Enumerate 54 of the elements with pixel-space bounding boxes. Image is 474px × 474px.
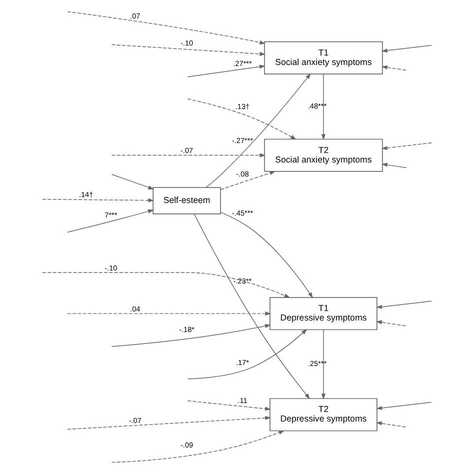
arrow — [376, 402, 432, 410]
arrow — [111, 153, 266, 158]
arrow — [376, 320, 407, 326]
arrow — [67, 209, 154, 233]
arrow — [381, 142, 432, 150]
arrow — [220, 171, 276, 190]
arrow — [187, 64, 266, 78]
edge-label: -.09 — [180, 440, 194, 450]
edge-label: -.27*** — [232, 136, 254, 145]
edge-label: .27*** — [233, 58, 252, 68]
edge-label: -.07 — [180, 146, 194, 156]
arrow — [321, 329, 326, 400]
edge-label: .25*** — [308, 358, 327, 368]
arrow — [220, 212, 313, 298]
edge-label: .17* — [236, 358, 250, 367]
edge-label: -.10 — [104, 263, 118, 272]
edge-label: -.23** — [233, 276, 252, 286]
arrow — [381, 45, 432, 53]
arrow — [67, 416, 272, 430]
edge-label: .11 — [238, 396, 248, 405]
arrow — [111, 44, 266, 56]
arrow — [67, 11, 266, 44]
arrow — [42, 272, 290, 298]
edge-label: -.08 — [236, 170, 249, 179]
arrow — [111, 430, 285, 463]
node-box: T1 Social anxiety symptoms — [264, 41, 383, 74]
arrow — [42, 198, 154, 202]
edge-label: -.45*** — [232, 208, 254, 218]
arrow — [194, 214, 310, 400]
arrow — [187, 328, 308, 380]
edge-label: .07 — [130, 11, 140, 20]
arrow — [381, 65, 407, 71]
arrow — [187, 400, 271, 411]
node-box: T2 Social anxiety symptoms — [264, 138, 383, 172]
arrow — [321, 74, 326, 140]
edge-label: -.07 — [128, 416, 142, 425]
arrow — [376, 300, 432, 309]
edge-label: -.18* — [179, 324, 195, 334]
edge-label: -.10 — [180, 38, 194, 48]
edge-label: .48*** — [308, 101, 327, 110]
edge-label: .14† — [78, 190, 94, 200]
node-box: T2 Depressive symptoms — [270, 398, 378, 432]
arrow — [381, 162, 407, 168]
arrow — [376, 421, 407, 428]
edge-label: .13† — [235, 102, 250, 112]
node-box: Self-esteem — [152, 187, 221, 214]
edge-label: .04 — [130, 304, 140, 314]
arrow — [187, 98, 296, 140]
arrow — [111, 324, 271, 347]
node-box: T1 Depressive symptoms — [270, 297, 378, 330]
edge-label: 7*** — [104, 210, 118, 220]
arrow — [67, 312, 272, 316]
arrow — [205, 73, 311, 188]
arrow — [111, 174, 154, 190]
